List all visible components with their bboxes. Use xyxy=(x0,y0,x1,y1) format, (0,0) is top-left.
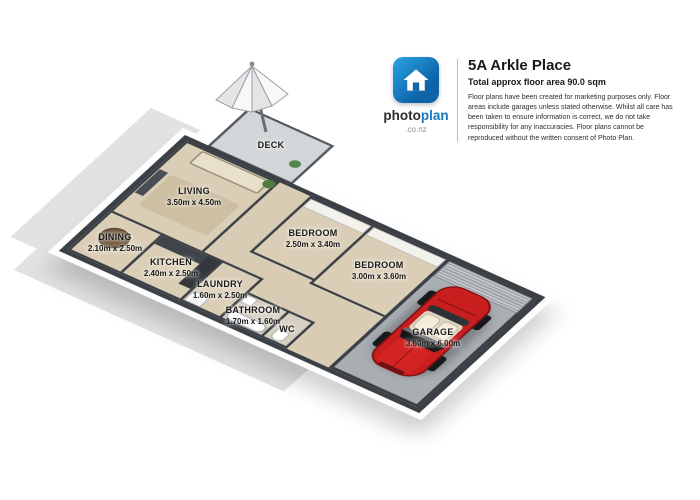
brand-photo: photo xyxy=(383,108,421,123)
umbrella-icon xyxy=(215,61,289,133)
header-block: photoplan .co.nz 5A Arkle Place Total ap… xyxy=(383,57,676,144)
brand-wordmark: photoplan xyxy=(383,109,449,123)
brand-plan: plan xyxy=(420,108,449,123)
car xyxy=(371,286,492,377)
floor-area-subtitle: Total approx floor area 90.0 sqm xyxy=(468,77,606,87)
floorplan-projection xyxy=(10,107,557,421)
header-text: 5A Arkle Place Total approx floor area 9… xyxy=(468,57,676,144)
brand-suffix: .co.nz xyxy=(405,124,427,134)
house-icon xyxy=(393,57,439,103)
photoplan-logo: photoplan .co.nz xyxy=(383,57,449,144)
page-title: 5A Arkle Place xyxy=(468,57,572,74)
disclaimer-text: Floor plans have been created for market… xyxy=(468,94,673,142)
header-divider xyxy=(457,59,458,142)
